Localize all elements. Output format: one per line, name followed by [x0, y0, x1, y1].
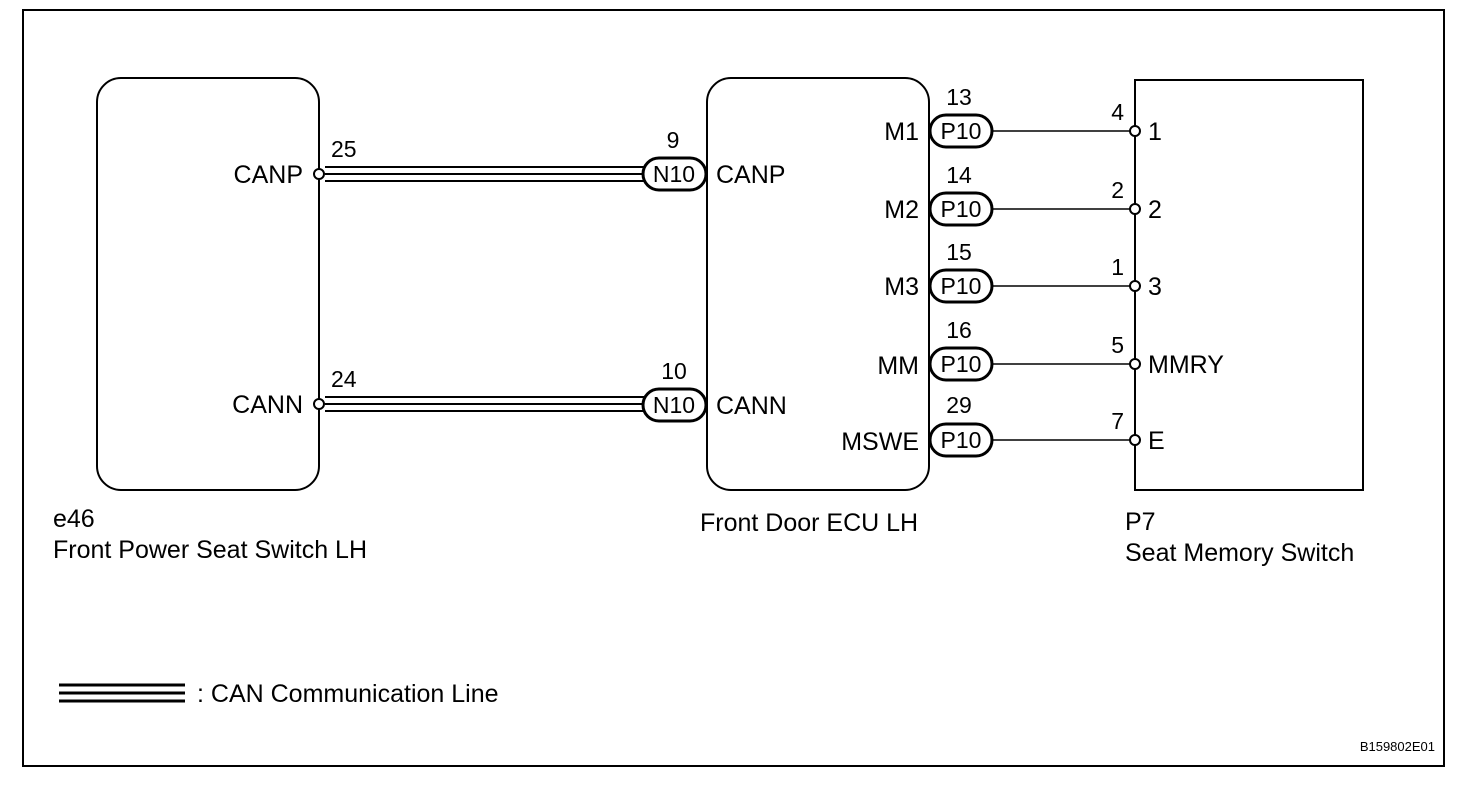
memory-line-mswe: MSWE 29 P10 7 E [841, 392, 1165, 458]
switch-pin-number: 2 [1111, 177, 1124, 203]
memory-line-m3: M3 15 P10 1 3 [884, 239, 1162, 304]
terminal-dot [1129, 280, 1141, 292]
can-line-canp: CANP 25 N10 9 CANP [234, 127, 785, 192]
legend-can-line-label: : CAN Communication Line [197, 680, 499, 708]
memory-switch-box [1134, 79, 1364, 491]
seat-switch-code: e46 [53, 505, 95, 533]
switch-terminal-label: 3 [1148, 273, 1162, 301]
figure-code: B159802E01 [1360, 739, 1435, 754]
ecu-terminal-label: CANN [716, 392, 787, 420]
terminal-dot [1129, 203, 1141, 215]
terminal-dot [1129, 434, 1141, 446]
left-terminal-label: CANN [232, 391, 303, 419]
switch-terminal-label: 2 [1148, 196, 1162, 224]
left-terminal-label: CANP [234, 161, 303, 189]
memory-line-m2: M2 14 P10 2 2 [884, 162, 1162, 227]
ecu-terminal-label: CANP [716, 161, 785, 189]
ecu-terminal-label: MSWE [841, 428, 919, 456]
legend-can-line-symbol [59, 683, 185, 703]
connector-pin-number: 10 [661, 358, 687, 384]
terminal-dot [313, 168, 325, 180]
left-pin-number: 24 [331, 366, 357, 392]
connector-shape [641, 387, 708, 423]
memory-switch-name: Seat Memory Switch [1125, 539, 1354, 567]
terminal-dot [1129, 125, 1141, 137]
switch-pin-number: 7 [1111, 408, 1124, 434]
connector-label: P10 [941, 427, 982, 453]
memory-line-mm: MM 16 P10 5 MMRY [877, 317, 1224, 382]
connector-label: P10 [941, 351, 982, 377]
connector-pin-number: 16 [946, 317, 972, 343]
connector-pin-number: 14 [946, 162, 972, 188]
left-pin-number: 25 [331, 136, 357, 162]
switch-terminal-label: 1 [1148, 118, 1162, 146]
memory-line-m1: M1 13 P10 4 1 [884, 84, 1162, 149]
ecu-terminal-label: M3 [884, 273, 919, 301]
connector-label: N10 [653, 161, 695, 187]
connector-pin-number: 9 [667, 127, 680, 153]
door-ecu-name: Front Door ECU LH [700, 509, 918, 537]
legend: : CAN Communication Line [59, 680, 499, 708]
seat-switch-name: Front Power Seat Switch LH [53, 536, 367, 564]
connector-pin-number: 29 [946, 392, 972, 418]
switch-pin-number: 5 [1111, 332, 1124, 358]
connector-label: P10 [941, 196, 982, 222]
diagram-frame [22, 9, 1445, 767]
ecu-terminal-label: M2 [884, 196, 919, 224]
connector-pin-number: 15 [946, 239, 972, 265]
connector-label: N10 [653, 392, 695, 418]
switch-pin-number: 4 [1111, 99, 1124, 125]
switch-terminal-label: MMRY [1148, 351, 1224, 379]
terminal-dot [1129, 358, 1141, 370]
switch-pin-number: 1 [1111, 254, 1124, 280]
seat-switch-box [96, 77, 320, 491]
ecu-terminal-label: M1 [884, 118, 919, 146]
connector-pin-number: 13 [946, 84, 972, 110]
connector-label: P10 [941, 273, 982, 299]
ecu-terminal-label: MM [877, 352, 919, 380]
connector-shape [641, 156, 708, 192]
terminal-dot [313, 398, 325, 410]
can-line-cann: CANN 24 N10 10 CANN [232, 358, 787, 423]
switch-terminal-label: E [1148, 427, 1165, 455]
memory-switch-code: P7 [1125, 508, 1156, 536]
connector-label: P10 [941, 118, 982, 144]
